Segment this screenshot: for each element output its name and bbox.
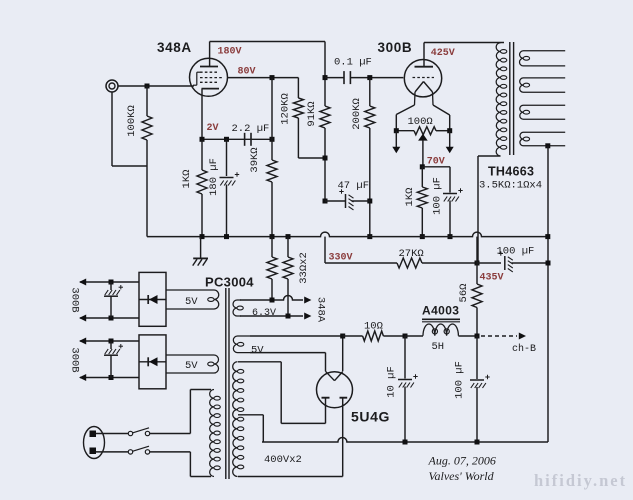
svg-text:300B: 300B: [69, 287, 81, 312]
svg-text:33Ωx2: 33Ωx2: [298, 252, 310, 284]
svg-text:56Ω: 56Ω: [458, 284, 470, 303]
svg-text:5U4G: 5U4G: [351, 409, 390, 425]
svg-text:100 µF: 100 µF: [497, 246, 535, 258]
svg-text:ch-B: ch-B: [512, 343, 536, 355]
svg-text:0.1 µF: 0.1 µF: [334, 57, 372, 69]
svg-text:400Vx2: 400Vx2: [264, 454, 302, 466]
svg-text:TH4663: TH4663: [488, 165, 534, 179]
svg-text:91KΩ: 91KΩ: [306, 101, 318, 126]
svg-text:5H: 5H: [432, 341, 445, 353]
svg-text:100 µF: 100 µF: [453, 361, 465, 399]
svg-text:39KΩ: 39KΩ: [249, 147, 261, 172]
svg-text:5V: 5V: [251, 345, 264, 357]
svg-text:425V: 425V: [431, 48, 455, 59]
svg-text:2V: 2V: [207, 123, 219, 134]
svg-text:348A: 348A: [315, 297, 327, 323]
svg-text:300B: 300B: [69, 347, 81, 372]
svg-text:300B: 300B: [378, 40, 413, 55]
svg-text:5V: 5V: [185, 296, 198, 308]
svg-text:70V: 70V: [427, 157, 445, 168]
svg-text:5V: 5V: [185, 360, 198, 372]
svg-text:Valves' World: Valves' World: [429, 469, 495, 483]
svg-text:3.5KΩ:1Ωx4: 3.5KΩ:1Ωx4: [479, 180, 542, 192]
svg-text:A4003: A4003: [422, 304, 459, 318]
svg-text:330V: 330V: [329, 253, 353, 264]
svg-text:80V: 80V: [238, 67, 256, 78]
svg-text:27KΩ: 27KΩ: [399, 248, 424, 260]
svg-text:10 µF: 10 µF: [385, 366, 397, 398]
svg-text:348A: 348A: [157, 40, 192, 55]
svg-text:10Ω: 10Ω: [364, 321, 383, 333]
svg-text:100 µF: 100 µF: [431, 177, 443, 215]
svg-text:47 µF: 47 µF: [338, 180, 370, 192]
svg-text:1KΩ: 1KΩ: [404, 188, 416, 207]
svg-text:Aug. 07, 2006: Aug. 07, 2006: [428, 454, 496, 468]
svg-text:435V: 435V: [480, 273, 504, 284]
svg-text:200KΩ: 200KΩ: [351, 98, 363, 130]
svg-text:PC3004: PC3004: [205, 275, 254, 290]
svg-text:180 µF: 180 µF: [208, 158, 220, 196]
svg-text:180V: 180V: [218, 47, 242, 58]
svg-text:100KΩ: 100KΩ: [126, 105, 138, 137]
svg-text:2.2 µF: 2.2 µF: [232, 123, 270, 135]
svg-text:100Ω: 100Ω: [408, 116, 433, 128]
svg-text:6.3V: 6.3V: [252, 308, 276, 319]
svg-text:hifidiy.net: hifidiy.net: [534, 471, 627, 490]
svg-text:120KΩ: 120KΩ: [279, 93, 291, 125]
svg-text:1KΩ: 1KΩ: [181, 170, 193, 189]
